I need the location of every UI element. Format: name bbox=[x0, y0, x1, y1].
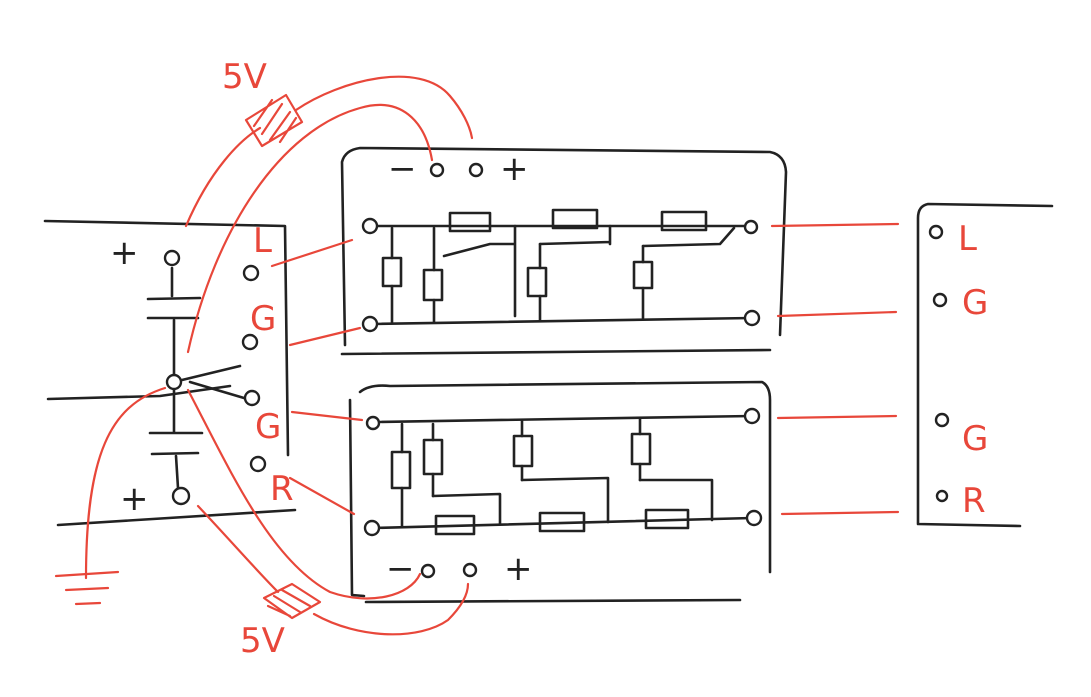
bottom-module-in-upper bbox=[365, 415, 381, 431]
bottom-module-lower-rail bbox=[370, 516, 754, 530]
top-supply-label: 5V bbox=[222, 57, 267, 97]
bottom-module-plus-label: + bbox=[504, 549, 533, 589]
earth-bar-2 bbox=[64, 586, 110, 592]
top-resistor-series-1 bbox=[448, 211, 492, 233]
top-resistor-shunt-1 bbox=[381, 256, 403, 288]
top-resistor-series-3 bbox=[660, 210, 708, 232]
battery-bottom-plus-label: + bbox=[120, 479, 149, 519]
right-terminal-R bbox=[935, 489, 949, 503]
bottom-resistor-shunt-1 bbox=[390, 450, 412, 490]
bottom-module-jumpers bbox=[431, 476, 714, 526]
right-panel-G2-label: G bbox=[962, 419, 988, 459]
earth-wire bbox=[84, 386, 167, 580]
battery-bottom-terminal bbox=[171, 486, 191, 506]
top-module-plus-label: + bbox=[500, 149, 529, 189]
bottom-resistor-series-1 bbox=[434, 514, 476, 536]
top-module-out-upper bbox=[743, 219, 759, 235]
right-panel-L-label: L bbox=[958, 219, 977, 259]
top-module-minus-terminal bbox=[429, 162, 445, 178]
earth-bar-1 bbox=[54, 570, 120, 578]
ground-branch-down bbox=[188, 380, 246, 400]
bottom-supply-symbol bbox=[262, 582, 322, 620]
left-terminal-G1 bbox=[241, 333, 259, 351]
bottom-module-upper-rail bbox=[372, 414, 754, 424]
top-module-outline bbox=[340, 146, 788, 356]
wire-battery-to-top-supply bbox=[184, 126, 262, 228]
left-panel-top-edge bbox=[43, 219, 290, 457]
wire-top-out-L bbox=[770, 222, 900, 228]
top-resistor-series-2 bbox=[551, 208, 599, 230]
top-module-out-lower bbox=[743, 309, 761, 327]
top-module-lower-rail bbox=[368, 316, 754, 326]
bottom-supply-label: 5V bbox=[240, 621, 285, 661]
wire-left-L-to-top-in bbox=[270, 238, 354, 268]
top-supply-symbol bbox=[244, 93, 304, 148]
ground-bus-line bbox=[46, 384, 232, 401]
wire-bottom-supply-to-bottom-plus bbox=[312, 582, 470, 636]
top-module-jumpers bbox=[442, 224, 736, 318]
left-terminal-G2 bbox=[243, 389, 261, 407]
battery-bottom-plate-short bbox=[150, 451, 200, 456]
bottom-module bbox=[348, 380, 772, 604]
earth-bar-3 bbox=[74, 601, 102, 606]
ground-node bbox=[165, 373, 183, 391]
right-panel-outline bbox=[916, 202, 1054, 528]
top-module-plus-terminal bbox=[468, 162, 484, 178]
left-panel bbox=[43, 219, 297, 606]
wire-bottom-out-R bbox=[780, 510, 900, 516]
bottom-resistor-shunt-2 bbox=[422, 438, 444, 476]
top-resistor-shunt-4 bbox=[632, 260, 654, 290]
left-terminal-L bbox=[242, 264, 260, 282]
left-panel-L-label: L bbox=[253, 221, 272, 261]
left-panel-R-label: R bbox=[270, 469, 294, 509]
wire-bottom-out-G bbox=[776, 414, 898, 420]
left-terminal-R bbox=[249, 455, 267, 473]
wire-left-G-to-top-in bbox=[288, 326, 362, 347]
bottom-resistor-shunt-4 bbox=[630, 432, 652, 466]
top-resistor-shunt-2 bbox=[422, 268, 444, 302]
left-panel-G1-label: G bbox=[250, 299, 276, 339]
wire-left-R-to-bottom-in bbox=[288, 476, 356, 516]
wire-ground-to-bottom-minus bbox=[186, 388, 422, 600]
right-panel bbox=[916, 202, 1054, 528]
top-module bbox=[340, 146, 788, 356]
bottom-resistor-series-3 bbox=[644, 508, 690, 530]
wire-left-G-to-bottom-in bbox=[290, 410, 364, 422]
left-panel-bottom-edge bbox=[56, 508, 297, 527]
battery-top-terminal bbox=[163, 249, 181, 267]
bottom-resistor-shunt-3 bbox=[512, 434, 534, 468]
wire-top-supply-to-top-plus bbox=[294, 75, 474, 140]
right-panel-G1-label: G bbox=[962, 283, 988, 323]
battery-bottom-lead bbox=[174, 454, 180, 490]
top-module-in-lower bbox=[361, 315, 379, 333]
bottom-module-outline bbox=[348, 380, 772, 604]
bottom-module-in-lower bbox=[363, 519, 381, 537]
top-module-minus-label: − bbox=[388, 149, 417, 189]
battery-top-plus-label: + bbox=[110, 233, 139, 273]
battery-top-plate-long bbox=[146, 296, 202, 301]
right-terminal-G1 bbox=[932, 292, 948, 308]
ground-branch-up bbox=[180, 364, 242, 382]
wire-top-out-G bbox=[776, 310, 898, 318]
bottom-module-minus-terminal bbox=[420, 563, 436, 579]
bottom-module-plus-terminal bbox=[462, 562, 478, 578]
bottom-module-out-upper bbox=[743, 407, 761, 425]
bottom-module-minus-label: − bbox=[386, 549, 415, 589]
right-terminal-L bbox=[928, 224, 944, 240]
right-terminal-G2 bbox=[934, 412, 950, 428]
left-panel-G2-label: G bbox=[255, 407, 281, 447]
wire-battery-to-bottom-supply bbox=[196, 504, 280, 594]
wires bbox=[184, 75, 900, 636]
bottom-module-out-lower bbox=[745, 509, 763, 527]
top-resistor-shunt-3 bbox=[526, 266, 548, 298]
bottom-resistor-series-2 bbox=[538, 511, 586, 533]
top-module-in-upper bbox=[361, 217, 379, 235]
wire-ground-to-top-minus bbox=[186, 103, 434, 354]
right-panel-R-label: R bbox=[962, 481, 986, 521]
